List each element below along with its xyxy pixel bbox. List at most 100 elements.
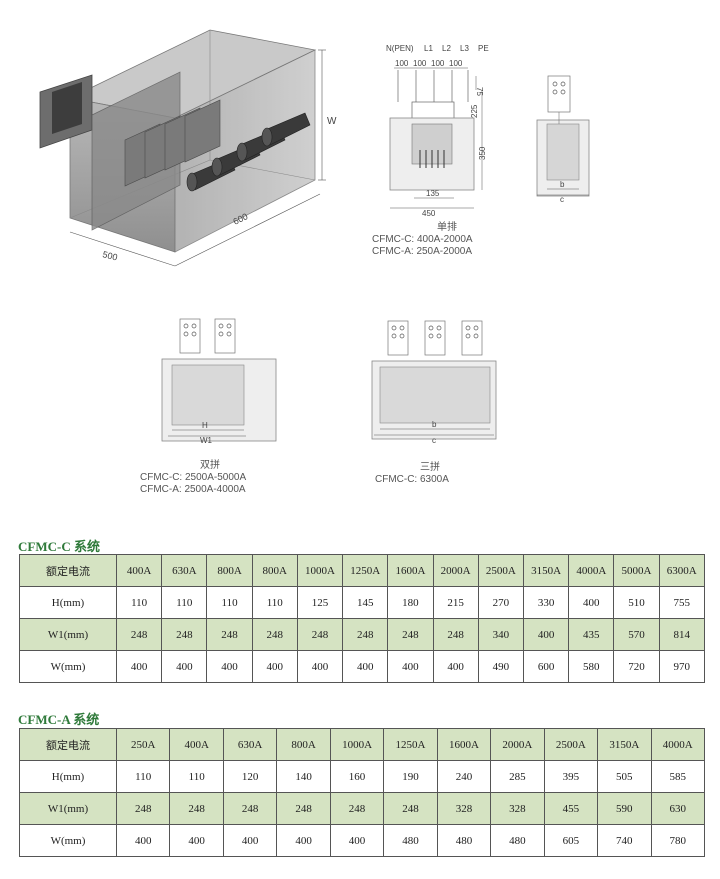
table-cell: 400 — [342, 650, 389, 683]
table-cell: 490 — [477, 650, 524, 683]
table-cell: 400 — [522, 618, 570, 651]
table-cell: 285 — [490, 760, 545, 793]
table-cell: 248 — [115, 618, 163, 651]
column-header: 630A — [222, 728, 278, 761]
table-cell: 480 — [490, 824, 545, 857]
table-cell: 455 — [543, 792, 599, 825]
single-row-diagram: N(PEN) L1 L2 L3 PE 100 100 100 100 75 22… — [386, 44, 489, 218]
table-cell: 400 — [169, 824, 224, 857]
table-cell: 110 — [161, 586, 208, 619]
column-header: 2000A — [432, 554, 479, 587]
column-header: 5000A — [613, 554, 660, 587]
table-cell: 140 — [276, 760, 331, 793]
column-header: 630A — [161, 554, 208, 587]
single-row-title: 单排 — [437, 222, 457, 233]
phase-label-pe: PE — [478, 44, 489, 53]
double-range-c: CFMC-C: 2500A-5000A — [140, 472, 247, 483]
table-cell: 145 — [342, 586, 389, 619]
table-cell: 110 — [115, 760, 171, 793]
table-cell: 580 — [568, 650, 615, 683]
row-label: W(mm) — [19, 824, 117, 857]
table-cell: 110 — [169, 760, 224, 793]
table-cell: 630 — [650, 792, 705, 825]
row-label: W1(mm) — [19, 792, 117, 825]
column-header: 2500A — [543, 728, 599, 761]
column-header: 1600A — [436, 728, 492, 761]
busbar-stack — [124, 99, 221, 187]
table-cell: 340 — [477, 618, 524, 651]
phase-label-n: N(PEN) — [386, 44, 414, 53]
table-cell: 505 — [597, 760, 652, 793]
single-row-range-c: CFMC-C: 400A-2000A — [372, 234, 473, 245]
table-cell: 400 — [251, 650, 298, 683]
side-view-diagram: b c — [536, 75, 590, 202]
table-cell: 120 — [222, 760, 278, 793]
table-cell: 248 — [383, 792, 438, 825]
table-cell: 570 — [613, 618, 660, 651]
table-cell: 780 — [650, 824, 705, 857]
dim-75: 75 — [475, 87, 484, 96]
column-header: 1250A — [383, 728, 438, 761]
triple-range-c: CFMC-C: 6300A — [375, 474, 449, 485]
phase-label-l2: L2 — [442, 44, 451, 53]
dim-350: 350 — [478, 146, 487, 160]
phase-label-l1: L1 — [424, 44, 433, 53]
table-cell: 110 — [115, 586, 163, 619]
table-cell: 240 — [436, 760, 492, 793]
table-cell: 400 — [296, 650, 344, 683]
table-cell: 400 — [115, 650, 163, 683]
spacing-4: 100 — [449, 59, 463, 68]
table-cell: 248 — [115, 792, 171, 825]
table-cell: 435 — [568, 618, 615, 651]
table-cell: 970 — [658, 650, 705, 683]
triple-diagram: b c — [371, 320, 497, 445]
row-label: H(mm) — [19, 586, 117, 619]
column-header: 400A — [169, 728, 224, 761]
column-header: 6300A — [658, 554, 705, 587]
triple-title: 三拼 — [420, 462, 440, 473]
table-a-title: CFMC-A 系统 — [18, 712, 100, 727]
table-cell: 125 — [296, 586, 344, 619]
column-header: 400A — [115, 554, 163, 587]
table-cell: 400 — [387, 650, 434, 683]
table-cell: 590 — [597, 792, 652, 825]
row-label: W1(mm) — [19, 618, 117, 651]
column-header: 800A — [251, 554, 298, 587]
table-cell: 605 — [543, 824, 599, 857]
table-cell: 328 — [436, 792, 492, 825]
table-cell: 585 — [650, 760, 705, 793]
table-cell: 814 — [658, 618, 705, 651]
column-header: 4000A — [650, 728, 705, 761]
isometric-box-illustration: W 500 600 — [39, 29, 337, 267]
table-cell: 248 — [342, 618, 389, 651]
table-cell: 755 — [658, 586, 705, 619]
table-cell: 110 — [251, 586, 298, 619]
row-label: W(mm) — [19, 650, 117, 683]
table-cell: 248 — [329, 792, 385, 825]
header-label: 额定电流 — [19, 554, 117, 587]
table-cell: 600 — [522, 650, 570, 683]
column-header: 3150A — [522, 554, 570, 587]
table-cell: 400 — [115, 824, 171, 857]
phase-label-l3: L3 — [460, 44, 469, 53]
column-header: 2000A — [490, 728, 545, 761]
double-range-a: CFMC-A: 2500A-4000A — [140, 484, 246, 495]
single-row-caption: 单排 CFMC-C: 400A-2000A CFMC-A: 250A-2000A — [372, 222, 522, 258]
table-cell: 248 — [206, 618, 253, 651]
single-row-range-a: CFMC-A: 250A-2000A — [372, 246, 473, 257]
table-cell: 400 — [276, 824, 331, 857]
spacing-2: 100 — [413, 59, 427, 68]
table-cell: 400 — [206, 650, 253, 683]
spacing-1: 100 — [395, 59, 409, 68]
triple-dim-b: b — [432, 420, 437, 429]
table-cell: 720 — [613, 650, 660, 683]
column-header: 1600A — [387, 554, 434, 587]
